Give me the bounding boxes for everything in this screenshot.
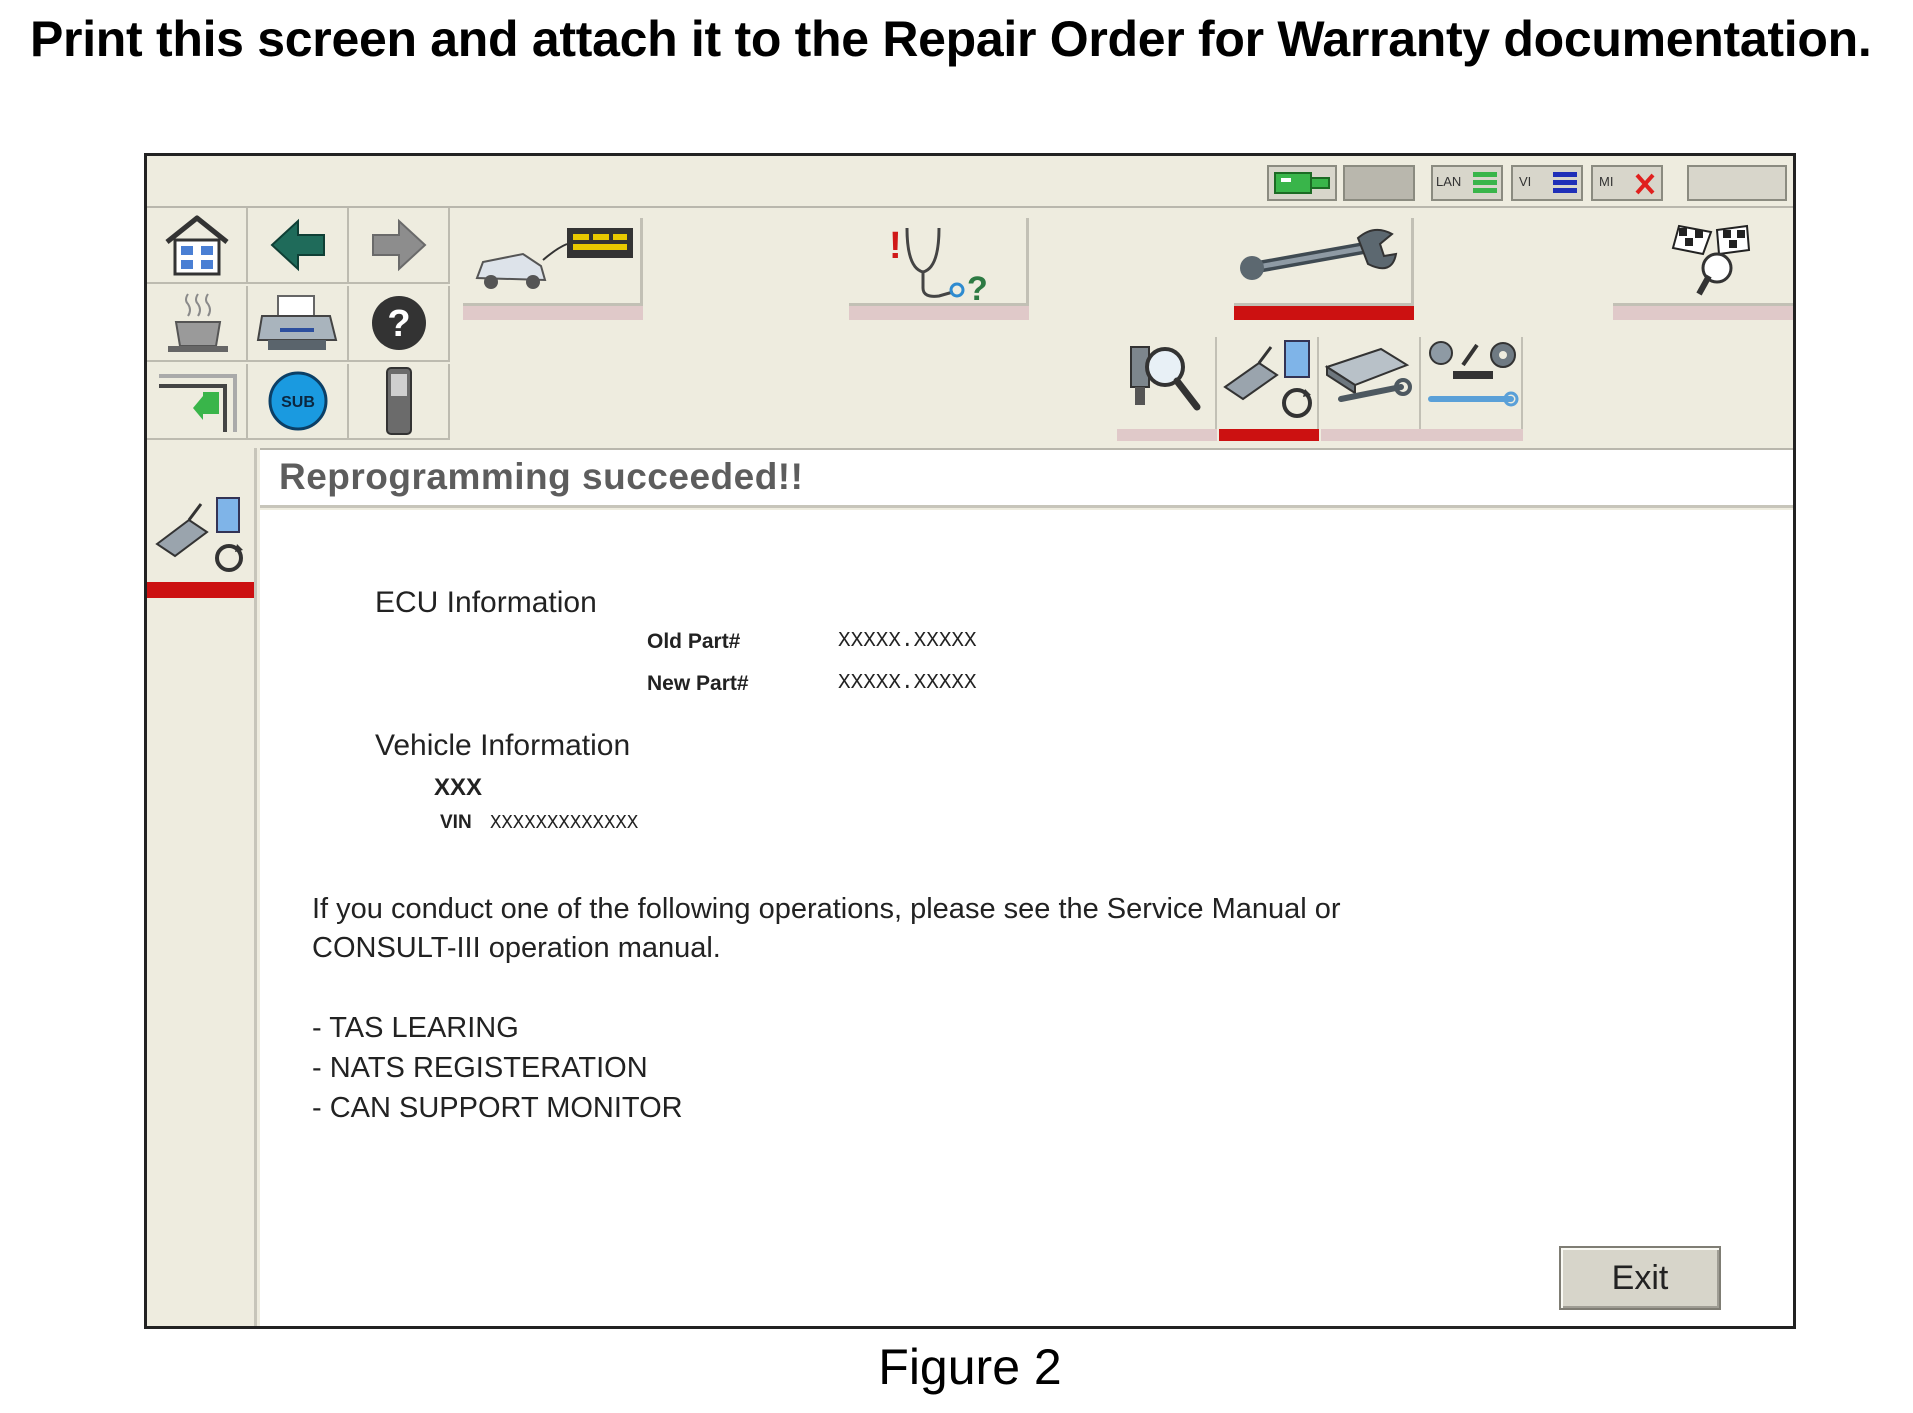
svg-text:SUB: SUB bbox=[281, 394, 315, 411]
print-button[interactable] bbox=[248, 286, 349, 362]
vehicle-selection-button[interactable] bbox=[463, 218, 643, 306]
other-tabs-indicator bbox=[1321, 429, 1523, 441]
help-question-icon: ? bbox=[371, 296, 426, 350]
vehicle-info-heading: Vehicle Information bbox=[375, 729, 631, 762]
sidebar bbox=[147, 448, 257, 1326]
ecu-wrench-icon bbox=[1324, 347, 1412, 402]
other-functions-button[interactable] bbox=[1423, 337, 1523, 429]
connector-icon bbox=[1274, 172, 1330, 194]
diagnosis-button[interactable]: ! ? bbox=[849, 218, 1029, 308]
lan-indicator: LAN bbox=[1431, 165, 1503, 201]
forward-button[interactable] bbox=[349, 208, 450, 284]
back-button[interactable] bbox=[248, 208, 349, 284]
wrench-icon bbox=[1240, 228, 1398, 280]
arrow-right-icon bbox=[371, 218, 426, 272]
ecu-identification-button[interactable] bbox=[1117, 337, 1217, 429]
work-support-button[interactable] bbox=[1613, 218, 1793, 306]
vi-indicator: VI bbox=[1511, 165, 1583, 201]
vehicle-selection-tab-indicator bbox=[463, 306, 643, 320]
vi-device-button[interactable] bbox=[349, 364, 450, 440]
ecu-identification-tab-indicator bbox=[1117, 429, 1217, 441]
screen-capture-button[interactable] bbox=[147, 364, 248, 440]
vi-connection-indicator bbox=[1267, 165, 1337, 201]
home-icon bbox=[164, 215, 229, 276]
sub-mode-button[interactable]: SUB bbox=[248, 364, 349, 440]
checkered-flags-icon bbox=[1671, 224, 1751, 296]
printer-icon bbox=[256, 295, 337, 350]
mi-label: MI bbox=[1599, 174, 1614, 189]
consult-window: LAN VI MI bbox=[144, 153, 1796, 1329]
ecu-programming-button[interactable] bbox=[1321, 337, 1421, 429]
home-button[interactable] bbox=[147, 208, 248, 284]
vi-signal-icon bbox=[1553, 172, 1577, 193]
old-part-label: Old Part# bbox=[647, 630, 741, 653]
reprogramming-tab-indicator-active bbox=[1219, 429, 1319, 441]
old-part-value: XXXXX.XXXXX bbox=[838, 630, 977, 653]
result-content: ECU Information Old Part# XXXXX.XXXXX Ne… bbox=[260, 510, 1793, 1326]
lan-label: LAN bbox=[1436, 174, 1462, 189]
disconnected-x-icon bbox=[1635, 173, 1655, 195]
car-data-icon bbox=[475, 228, 633, 289]
operation-item: - CAN SUPPORT MONITOR bbox=[312, 1092, 683, 1124]
vehicle-model: XXX bbox=[434, 774, 483, 801]
operation-item: - NATS REGISTERATION bbox=[312, 1052, 648, 1084]
battery-indicator bbox=[1343, 165, 1415, 201]
figure-caption: Figure 2 bbox=[878, 1339, 1062, 1395]
sidebar-reprogramming-item[interactable] bbox=[147, 496, 254, 582]
page-title: Reprogramming succeeded!! bbox=[279, 456, 804, 497]
help-button[interactable]: ? bbox=[349, 286, 450, 362]
exit-button[interactable]: Exit bbox=[1559, 1246, 1721, 1310]
status-bar: LAN VI MI bbox=[147, 156, 1793, 206]
stethoscope-icon: ! ? bbox=[889, 225, 988, 308]
tool-grid: ? SUB bbox=[147, 208, 459, 446]
warranty-instruction: Print this screen and attach it to the R… bbox=[30, 11, 1872, 67]
reprogramming-button[interactable] bbox=[1219, 337, 1319, 429]
tools-parts-icon bbox=[1428, 341, 1519, 407]
sub-mode-icon: SUB bbox=[268, 371, 327, 431]
vi-device-icon bbox=[385, 367, 412, 435]
svg-text:!: ! bbox=[889, 225, 902, 267]
work-support-tab-indicator bbox=[1613, 306, 1793, 320]
arrow-left-icon bbox=[270, 218, 325, 272]
vin-value: XXXXXXXXXXXXX bbox=[490, 812, 639, 834]
sidebar-active-indicator bbox=[147, 582, 254, 598]
new-part-value: XXXXX.XXXXX bbox=[838, 672, 977, 695]
reprogramming-icon bbox=[155, 497, 243, 572]
reprogramming-icon bbox=[1223, 340, 1312, 418]
operations-notice-line1: If you conduct one of the following oper… bbox=[312, 893, 1341, 925]
sleep-button[interactable] bbox=[147, 286, 248, 362]
status-divider bbox=[147, 206, 1793, 208]
ecu-info-heading: ECU Information bbox=[375, 586, 597, 619]
operations-notice-line2: CONSULT-III operation manual. bbox=[312, 932, 721, 964]
vin-label: VIN bbox=[440, 812, 472, 833]
screen-title-bar: Reprogramming succeeded!! bbox=[260, 448, 1793, 508]
mi-indicator: MI bbox=[1591, 165, 1663, 201]
lan-signal-icon bbox=[1473, 172, 1497, 193]
magnifier-component-icon bbox=[1130, 346, 1201, 411]
svg-text:?: ? bbox=[967, 270, 988, 302]
operation-item: - TAS LEARING bbox=[312, 1012, 519, 1044]
repair-tab-indicator-active bbox=[1234, 306, 1414, 320]
repair-button[interactable] bbox=[1234, 218, 1414, 306]
coffee-cup-icon bbox=[167, 293, 228, 352]
new-part-label: New Part# bbox=[647, 672, 749, 695]
diagnosis-tab-indicator bbox=[849, 306, 1029, 320]
svg-text:?: ? bbox=[387, 303, 410, 345]
vi-label: VI bbox=[1519, 174, 1532, 189]
window-arrow-icon bbox=[158, 374, 237, 432]
status-blank-indicator bbox=[1687, 165, 1787, 201]
